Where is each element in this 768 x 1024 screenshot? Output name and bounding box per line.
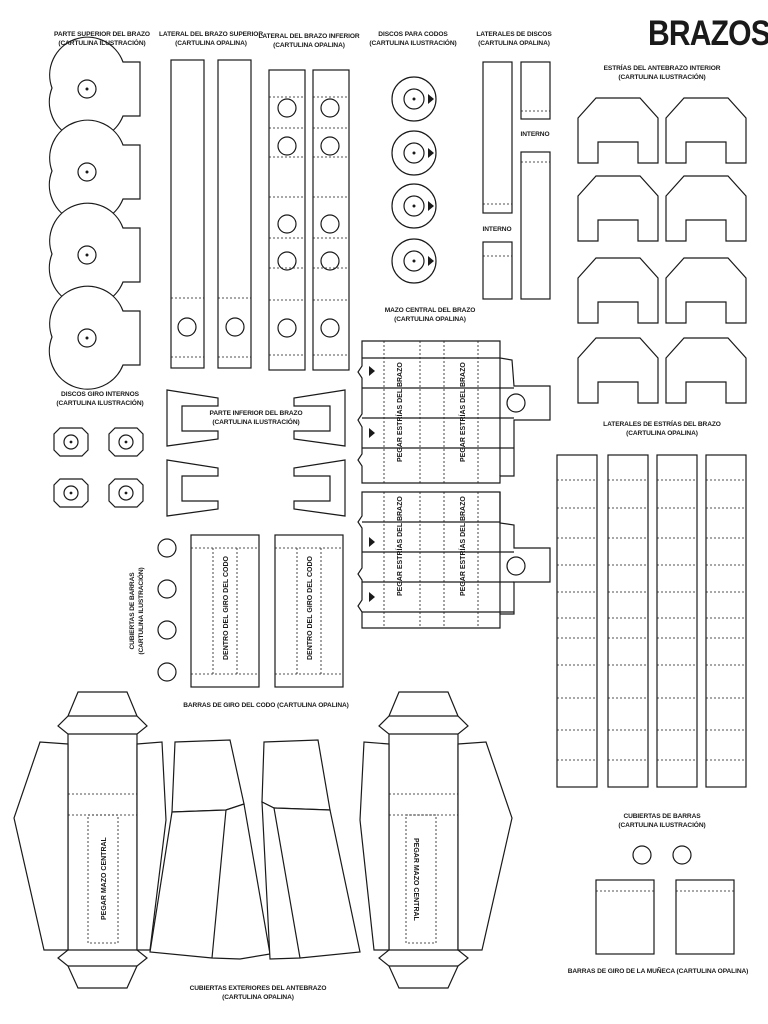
elbow-disc	[391, 76, 437, 122]
bar-cover-circles-left	[157, 538, 177, 682]
forearm-outer-cover-right-panel	[261, 739, 361, 960]
central-arm-core-net-bottom	[357, 491, 551, 629]
wrist-pivot-bars	[595, 879, 735, 955]
upper-arm-side-strips	[170, 59, 252, 369]
label-arm-groove-sides: LATERALES DE ESTRÍAS DEL BRAZO(CARTULINA…	[603, 421, 721, 437]
label-lower-arm-bottom: PARTE INFERIOR DEL BRAZO(CARTULINA ILUST…	[209, 410, 303, 426]
glue-core-text: PEGAR MAZO CENTRAL	[412, 838, 419, 922]
label-bar-covers: CUBIERTAS DE BARRAS(CARTULINA ILUSTRACIÓ…	[618, 813, 706, 829]
elbow-discs	[391, 76, 437, 284]
elbow-inside-text: DENTRO DEL GIRO DEL CODO	[307, 555, 314, 660]
elbow-pivot-bars	[190, 534, 344, 688]
upper-arm-top-pieces	[48, 36, 141, 390]
label-elbow-pivot-bars: BARRAS DE GIRO DEL CODO (CARTULINA OPALI…	[183, 702, 349, 709]
bar-cover-circles-right	[632, 845, 692, 865]
label-internal: INTERNO	[482, 226, 512, 233]
label-inner-pivot-discs: DISCOS GIRO INTERNOS(CARTULINA ILUSTRACI…	[56, 391, 144, 407]
inner-pivot-discs	[53, 427, 144, 508]
label-inner-forearm-grooves: ESTRÍAS DEL ANTEBRAZO INTERIOR(CARTULINA…	[603, 65, 721, 81]
glue-grooves-text: PEGAR ESTRÍAS DEL BRAZO	[395, 362, 404, 462]
label-internal: INTERNO	[520, 131, 550, 138]
glue-core-text: PEGAR MAZO CENTRAL	[101, 836, 108, 920]
upper-arm-top-piece	[48, 119, 141, 224]
inner-forearm-grooves	[577, 97, 747, 404]
label-bar-covers-vertical: CUBIERTAS DE BARRAS(CARTULINA ILUSTRACIÓ…	[129, 567, 145, 655]
label-forearm-outer-covers: CUBIERTAS EXTERIORES DEL ANTEBRAZO(CARTU…	[189, 985, 327, 1001]
elbow-disc	[391, 130, 437, 176]
disc-side-strips	[482, 61, 551, 300]
elbow-disc	[391, 238, 437, 284]
forearm-outer-cover-right-net	[359, 691, 513, 989]
upper-arm-top-piece	[48, 202, 141, 307]
elbow-disc	[391, 183, 437, 229]
upper-arm-top-piece	[48, 36, 141, 141]
label-upper-arm-side: LATERAL DEL BRAZO SUPERIOR(CARTULINA OPA…	[158, 31, 264, 47]
label-upper-arm-top: PARTE SUPERIOR DEL BRAZO(CARTULINA ILUST…	[54, 31, 150, 47]
upper-arm-top-piece	[48, 285, 141, 390]
label-wrist-pivot-bars: BARRAS DE GIRO DE LA MUÑECA (CARTULINA O…	[567, 968, 749, 975]
label-lower-arm-side: LATERAL DEL BRAZO INFERIOR(CARTULINA OPA…	[258, 33, 360, 49]
lower-arm-bottom-pieces	[166, 389, 346, 517]
glue-grooves-text: PEGAR ESTRÍAS DEL BRAZO	[395, 496, 404, 596]
label-central-core: MAZO CENTRAL DEL BRAZO(CARTULINA OPALINA…	[384, 307, 476, 323]
arm-groove-side-strips	[556, 454, 747, 788]
forearm-outer-cover-left-panel	[149, 739, 271, 960]
elbow-inside-text: DENTRO DEL GIRO DEL CODO	[223, 555, 230, 660]
glue-grooves-text: PEGAR ESTRÍAS DEL BRAZO	[458, 362, 467, 462]
lower-arm-side-strips	[268, 69, 350, 371]
glue-grooves-text: PEGAR ESTRÍAS DEL BRAZO	[458, 496, 467, 596]
label-disc-sides: LATERALES DE DISCOS(CARTULINA OPALINA)	[476, 31, 552, 47]
central-arm-core-net-top	[357, 340, 551, 484]
page-title: BRAZOS	[648, 14, 768, 53]
forearm-outer-cover-left-net	[13, 691, 167, 989]
label-elbow-discs: DISCOS PARA CODOS(CARTULINA ILUSTRACIÓN)	[369, 31, 457, 47]
